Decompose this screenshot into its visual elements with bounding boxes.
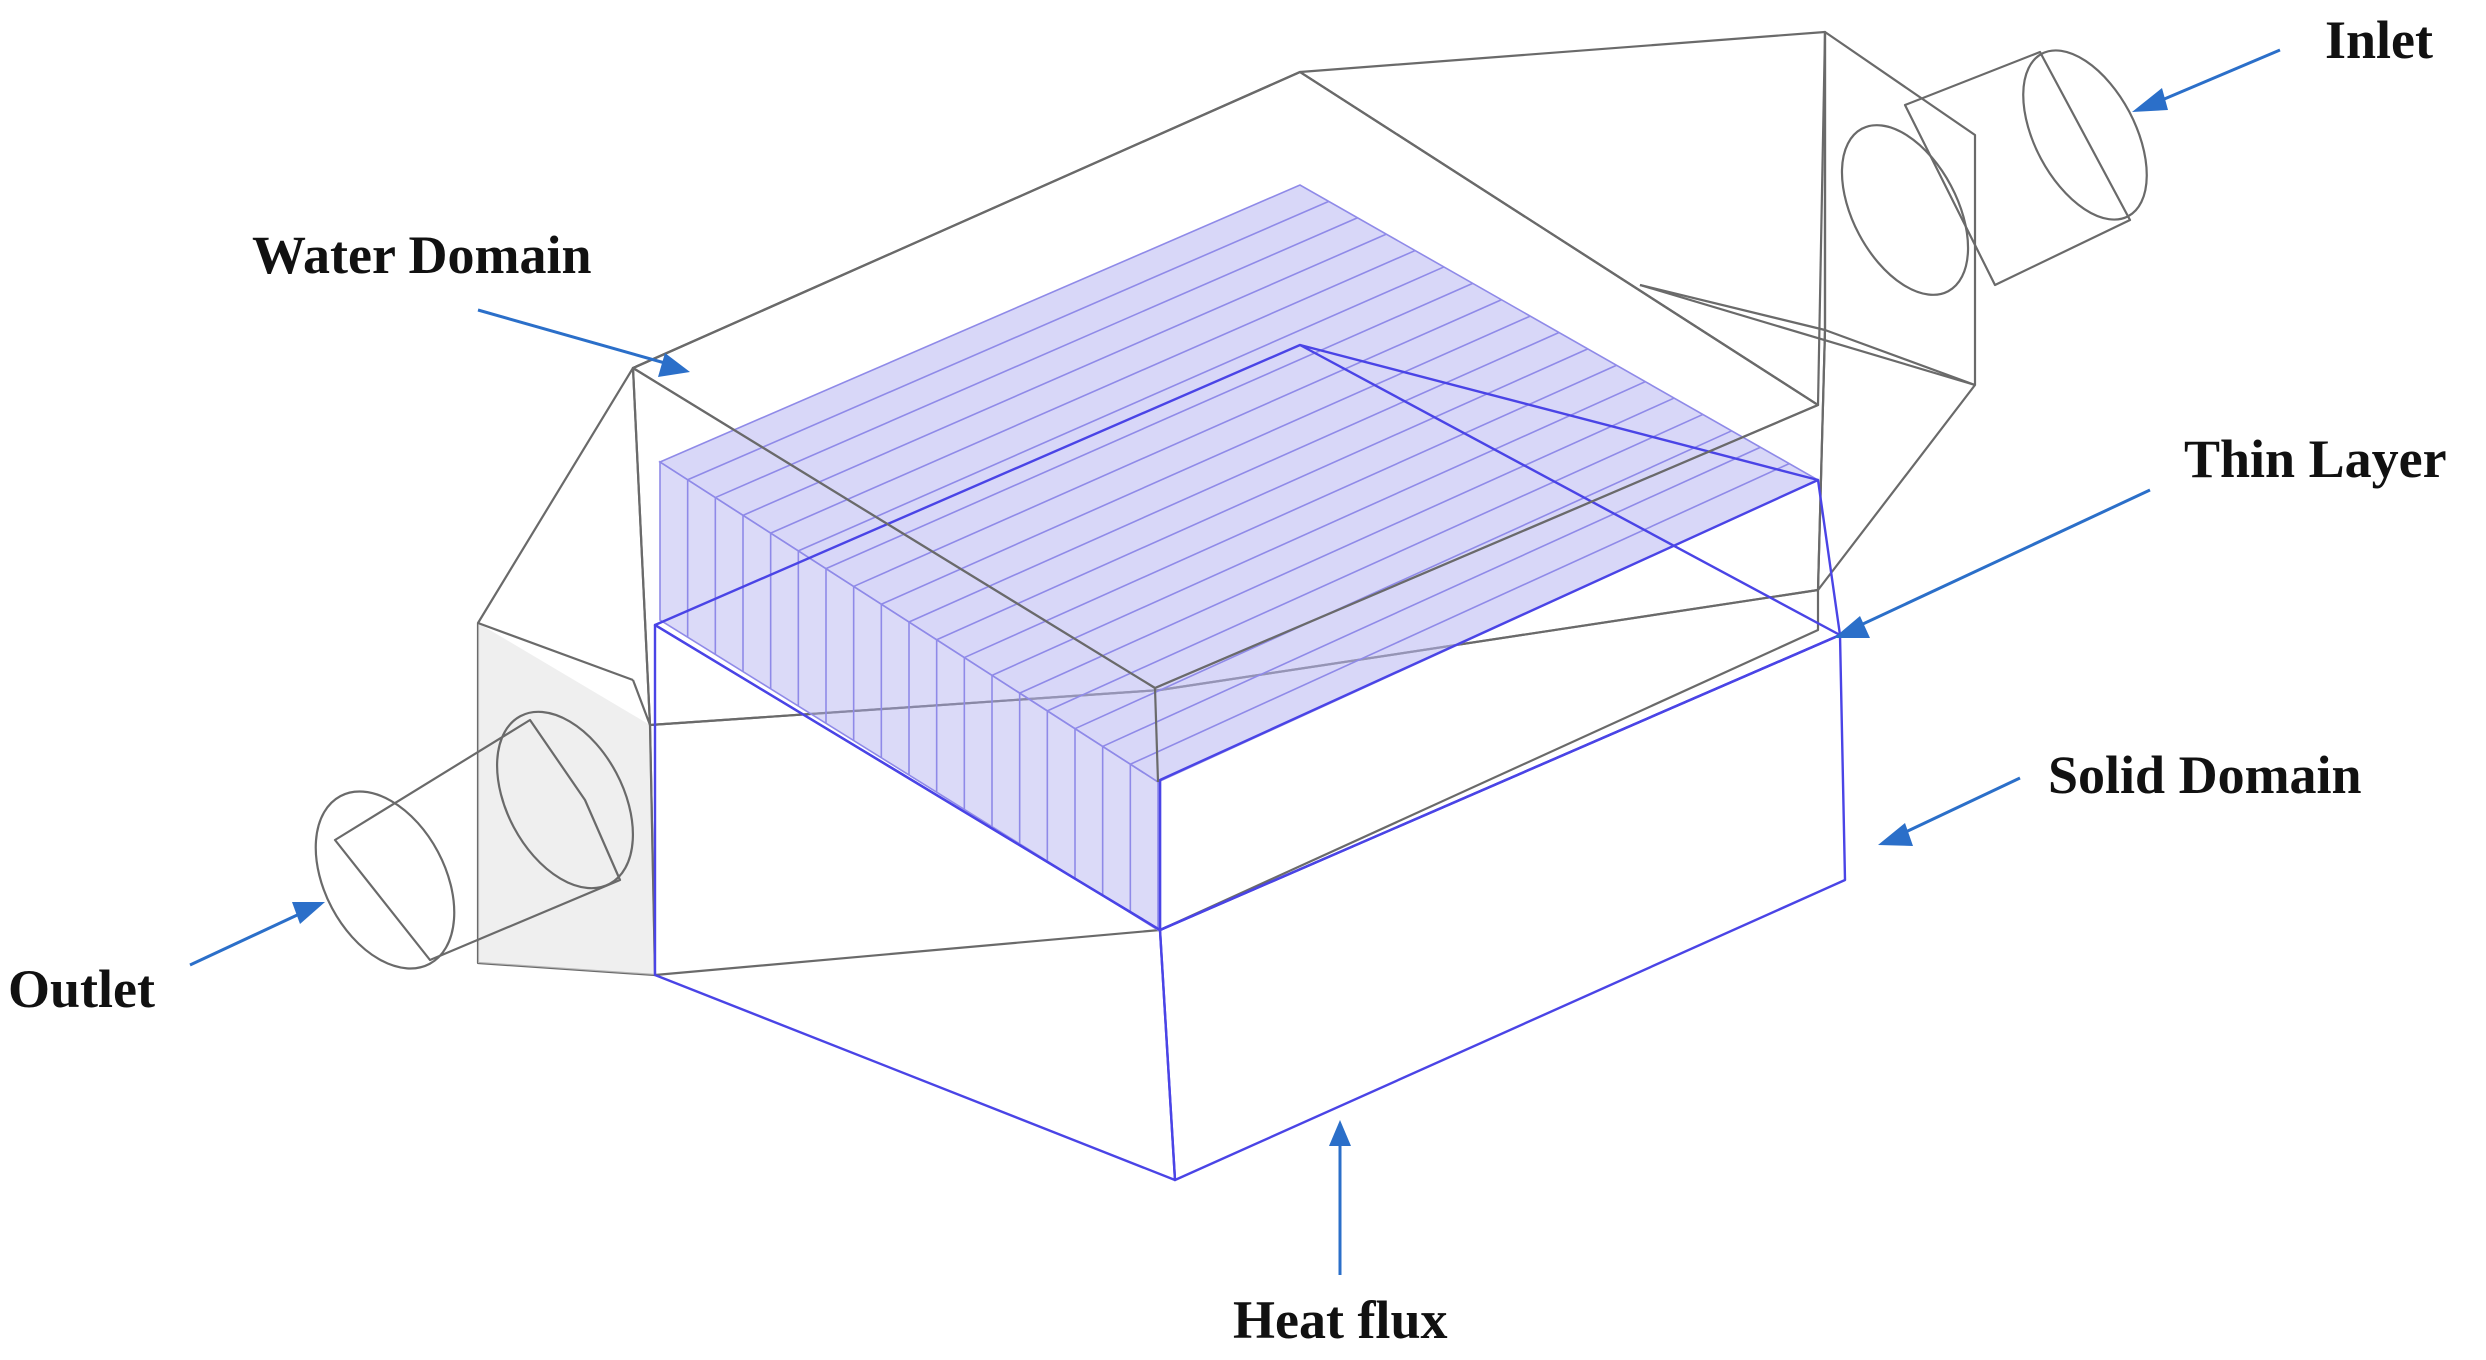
fin-top-line	[991, 380, 1646, 677]
inlet-label: Inlet	[2325, 10, 2433, 70]
fins	[686, 200, 1790, 913]
fin-top-line	[881, 315, 1531, 605]
heat-flux-label: Heat flux	[1233, 1290, 1447, 1350]
solid-domain-arrow	[1894, 776, 2021, 839]
solid-domain-label: Solid Domain	[2048, 745, 2362, 805]
fin-top-line	[908, 331, 1560, 623]
inlet-arrow-head	[2132, 88, 2168, 112]
thin-layer-label: Thin Layer	[2184, 429, 2447, 489]
water-domain-arrow-head	[658, 353, 690, 377]
fin-top-line	[1074, 430, 1732, 730]
fin-top-line	[798, 266, 1445, 552]
thin-layer-arrow-head	[1834, 616, 1870, 638]
heat-flux-arrow-head	[1329, 1120, 1351, 1146]
callout-arrows	[189, 48, 2281, 1275]
fin-top-line	[936, 348, 1589, 641]
fin-top-line	[1047, 413, 1704, 712]
water-domain-label: Water Domain	[252, 225, 591, 285]
fin-top-line	[687, 200, 1330, 481]
fin-top-line	[1019, 397, 1675, 694]
housing-right-taper	[1816, 30, 1977, 592]
outlet-pipe	[314, 710, 635, 970]
thin-layer-arrow	[1849, 488, 2151, 632]
outlet-label: Outlet	[8, 959, 155, 1019]
inlet-pipe-body	[1903, 50, 2132, 287]
fin-top-line	[964, 364, 1617, 659]
fin-top-line	[1130, 462, 1790, 765]
outlet-arrow	[189, 908, 309, 967]
outlet-arrow-head	[292, 902, 325, 924]
outlet-pipe-mouth	[314, 790, 456, 970]
inlet-pipe-mouth	[2022, 49, 2148, 221]
water-domain-arrow	[477, 308, 673, 367]
fin-array	[658, 184, 1820, 932]
inlet-pipe-base	[1840, 124, 1970, 296]
top-box-edges	[631, 70, 1820, 783]
fin-top-line	[742, 233, 1387, 517]
fin-top-line	[1102, 446, 1761, 748]
fin-top-line	[715, 217, 1358, 499]
fin-top-line	[825, 282, 1473, 570]
fin-top-line	[853, 298, 1502, 588]
inlet-arrow	[2149, 48, 2281, 107]
outlet-pipe-body	[333, 718, 622, 962]
housing-left-underside	[478, 623, 655, 975]
callout-labels: Inlet Water Domain Thin Layer Solid Doma…	[8, 10, 2447, 1350]
outlet-pipe-base	[495, 710, 635, 890]
inlet-pipe	[1840, 49, 2148, 296]
fin-top-line	[770, 249, 1416, 534]
solid-domain-arrow-head	[1878, 823, 1913, 846]
